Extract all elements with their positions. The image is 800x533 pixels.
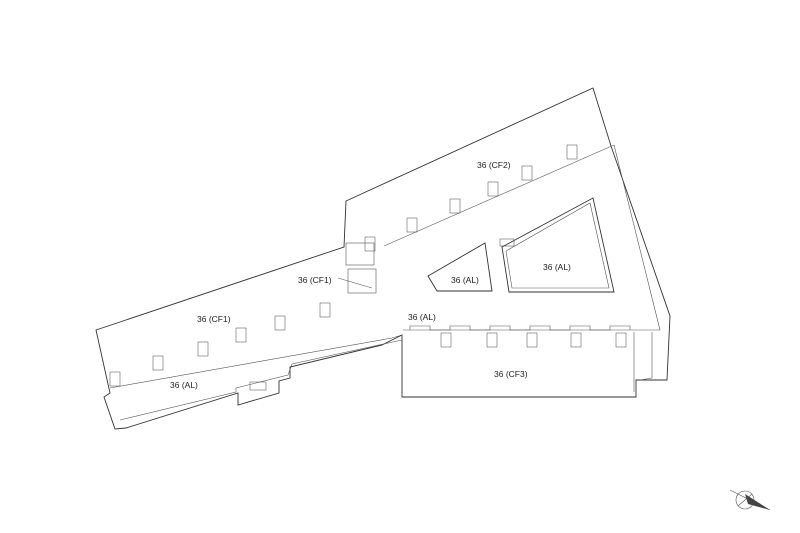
stair [235, 327, 247, 343]
cf2-inner-wall [383, 144, 615, 247]
stair [364, 236, 376, 252]
stair [249, 381, 267, 391]
right-wing-diagonal [403, 144, 661, 331]
corridor-wall [119, 339, 403, 421]
small-room-top [345, 242, 375, 266]
label-al-triangle-left: 36 (AL) [451, 275, 479, 285]
stairs-cf2 [364, 144, 578, 252]
stair [487, 181, 499, 197]
stair [197, 341, 209, 357]
right-wing-wall-outer [639, 332, 653, 381]
stair [526, 332, 538, 348]
courtyard-right [501, 197, 615, 293]
courtyard-left [427, 242, 493, 292]
stairs-cf1 [109, 302, 331, 391]
stair [109, 371, 121, 387]
corridor-ticks [409, 325, 631, 331]
stair [486, 332, 498, 348]
stair [319, 302, 331, 318]
label-cf3: 36 (CF3) [494, 369, 528, 379]
cf1-inner-wall [109, 334, 403, 389]
cf1-leader-line [337, 277, 373, 289]
stair [440, 332, 452, 348]
label-al-triangle-right: 36 (AL) [543, 262, 571, 272]
label-cf1: 36 (CF1) [197, 314, 231, 324]
stair [615, 332, 627, 348]
stair [406, 217, 418, 233]
stair [521, 165, 533, 181]
stair [152, 355, 164, 371]
stairs-cf3 [440, 332, 627, 348]
stair [449, 198, 461, 214]
north-arrow-icon [729, 489, 771, 511]
small-room-bottom [347, 268, 377, 294]
stair [570, 332, 582, 348]
courtyard-stair [499, 238, 515, 247]
stair [566, 144, 578, 160]
label-al-corridor: 36 (AL) [408, 312, 436, 322]
label-al-bottom: 36 (AL) [170, 380, 198, 390]
label-cf2: 36 (CF2) [477, 160, 511, 170]
courtyard-right-inner [505, 202, 610, 289]
building-outline [95, 87, 671, 430]
label-cf1-small: 36 (CF1) [298, 275, 332, 285]
stair [274, 315, 286, 331]
